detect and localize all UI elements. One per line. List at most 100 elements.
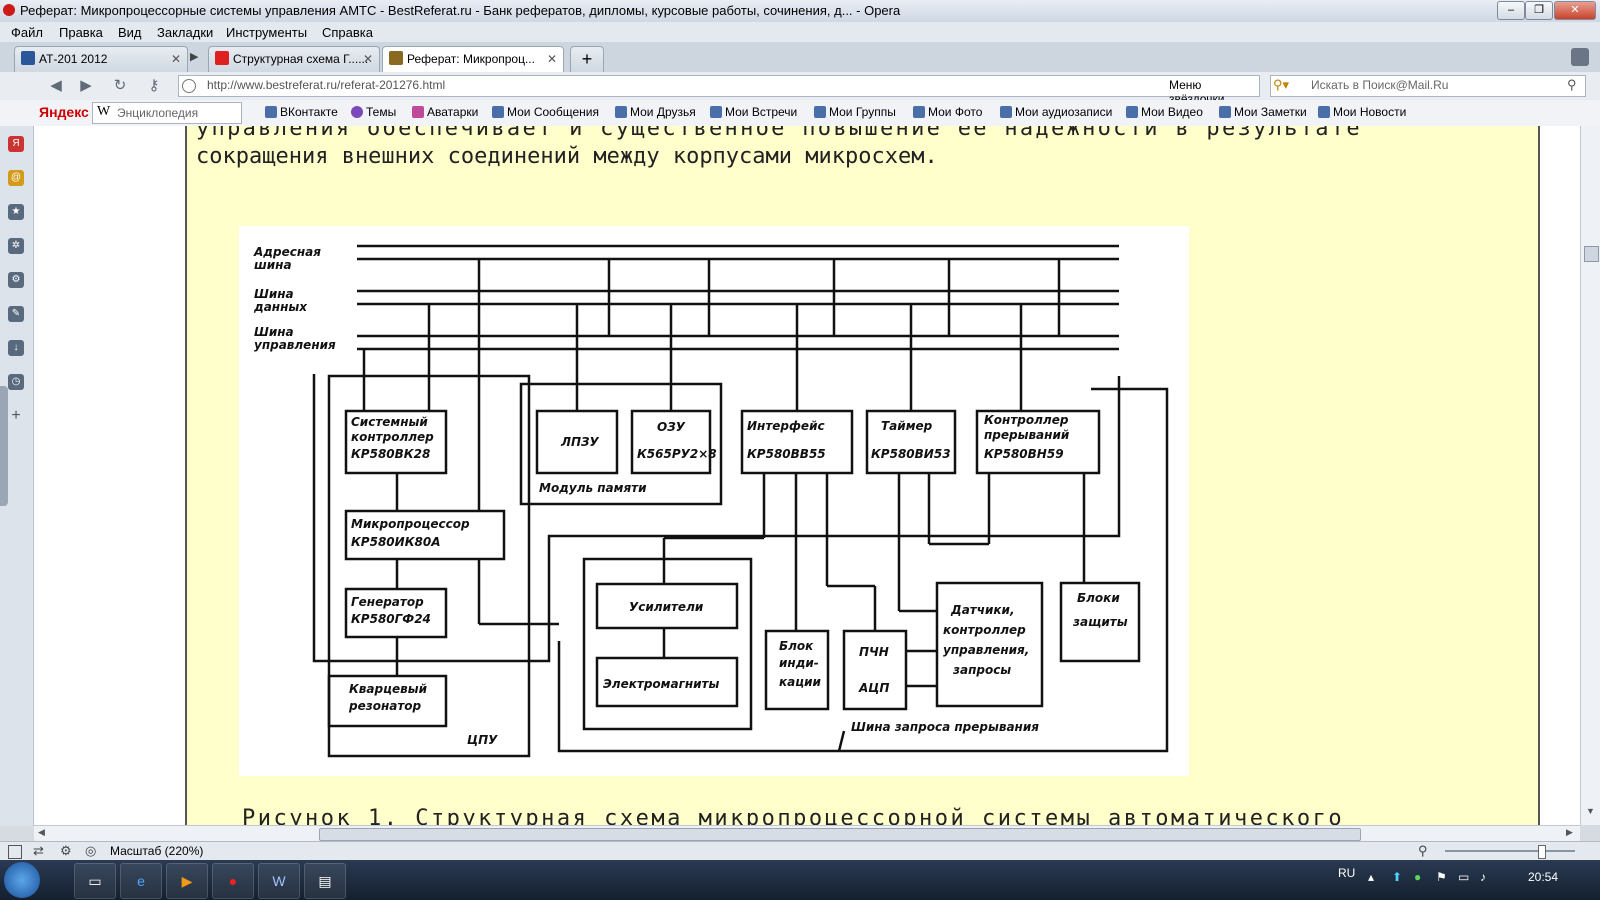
downloads-panel-icon[interactable]: ↓ [8, 340, 24, 356]
ya-groups[interactable]: Мои Группы [814, 105, 896, 119]
unite-icon[interactable]: ⚙ [60, 843, 72, 858]
ya-messages[interactable]: Мои Сообщения [492, 105, 599, 119]
panels-toggle-icon[interactable] [8, 845, 22, 859]
clock[interactable]: 20:54 [1528, 870, 1559, 884]
zoom-slider[interactable] [1445, 850, 1575, 852]
search-input[interactable]: ⚲▾ Искать в Поиск@Mail.Ru ⚲ [1270, 75, 1586, 97]
tray-arrow-icon[interactable]: ▴ [1368, 870, 1375, 884]
ya-notes[interactable]: Мои Заметки [1219, 105, 1307, 119]
yandex-search-input[interactable]: W Энциклопедия [92, 102, 242, 124]
svg-text:ЦПУ: ЦПУ [467, 733, 498, 747]
tab-word-doc[interactable]: АТ-201 2012 ✕ [14, 46, 188, 72]
svg-text:Шина: Шина [254, 287, 294, 301]
widgets-panel-icon[interactable]: ✲ [8, 238, 24, 254]
menu-tools[interactable]: Инструменты [226, 25, 308, 40]
minimize-button[interactable]: – [1497, 1, 1525, 20]
status-bar: ⇄ ⚙ ◎ Масштаб (220%) ⚲ [0, 841, 1600, 861]
zoom-slider-handle[interactable] [1538, 845, 1546, 859]
tab-close-icon[interactable]: ✕ [546, 52, 557, 66]
heart-icon [351, 106, 363, 118]
menu-file[interactable]: Файл [11, 25, 43, 40]
window-title: Реферат: Микропроцессорные системы управ… [20, 3, 901, 18]
body-text-line-1: управления обеспечивает и существенное п… [196, 126, 1362, 141]
history-panel-icon[interactable]: ◷ [8, 374, 24, 390]
turbo-icon[interactable]: ◎ [85, 843, 97, 858]
ya-meetings[interactable]: Мои Встречи [710, 105, 797, 119]
menu-help[interactable]: Справка [322, 25, 373, 40]
search-engine-icon[interactable]: ⚲▾ [1273, 77, 1290, 92]
network-up-icon[interactable]: ⬆ [1392, 870, 1403, 884]
vertical-scroll-thumb[interactable] [1584, 246, 1599, 262]
horizontal-scroll-thumb[interactable] [319, 828, 1361, 841]
network-icon[interactable]: ▭ [1458, 870, 1470, 884]
zoom-icon[interactable]: ⚲ [1418, 843, 1428, 858]
svg-text:Модуль памяти: Модуль памяти [539, 481, 647, 495]
svg-text:КР580ИК80А: КР580ИК80А [351, 535, 441, 549]
svg-text:кации: кации [779, 675, 822, 689]
menu-edit[interactable]: Правка [59, 25, 103, 40]
page-viewport: управления обеспечивает и существенное п… [34, 126, 1580, 825]
tab-scroll-icon[interactable]: ▶ [190, 51, 199, 63]
flag-icon[interactable]: ⚑ [1436, 870, 1447, 884]
back-button[interactable]: ◀ [50, 77, 62, 94]
forward-button[interactable]: ▶ [80, 77, 92, 94]
ie-taskbar-icon[interactable]: e [120, 863, 162, 899]
media-taskbar-icon[interactable]: ▶ [166, 863, 208, 899]
mail-panel-icon[interactable]: @ [8, 170, 24, 186]
sync-icon[interactable]: ⇄ [33, 843, 44, 858]
vertical-scrollbar[interactable]: ▼ [1580, 126, 1600, 825]
yandex-icon [215, 51, 229, 65]
new-tab-button[interactable]: + [570, 46, 604, 72]
horizontal-scrollbar[interactable]: ◀ ▶ [34, 825, 1580, 842]
skype-icon[interactable]: ● [1414, 870, 1422, 884]
unite-panel-icon[interactable]: ⚙ [8, 272, 24, 288]
ya-vkontakte[interactable]: ВКонтакте [265, 105, 338, 119]
ya-video[interactable]: Мои Видео [1126, 105, 1203, 119]
ya-audio[interactable]: Мои аудиозаписи [1000, 105, 1112, 119]
close-button[interactable]: ✕ [1554, 1, 1596, 20]
opera-taskbar-icon[interactable]: ● [212, 863, 254, 899]
word-taskbar-icon[interactable]: W [258, 863, 300, 899]
notes-panel-icon[interactable]: ✎ [8, 306, 24, 322]
scroll-down-icon[interactable]: ▼ [1586, 806, 1595, 816]
key-icon[interactable]: ⚷ [148, 77, 160, 94]
svg-text:Датчики,: Датчики, [950, 603, 1015, 617]
panel-collapse-handle[interactable] [0, 386, 8, 506]
reload-button[interactable]: ↻ [113, 77, 127, 94]
svg-text:контроллер: контроллер [351, 430, 434, 444]
app-taskbar-icon[interactable]: ▤ [304, 863, 346, 899]
svg-text:КР580ВВ55: КР580ВВ55 [747, 447, 826, 461]
tab-close-icon[interactable]: ✕ [362, 52, 373, 66]
menu-bookmarks[interactable]: Закладки [157, 25, 214, 40]
side-panel: Я @ ★ ✲ ⚙ ✎ ↓ ◷ + [0, 126, 34, 826]
start-button[interactable] [4, 862, 40, 898]
maximize-button[interactable]: ❐ [1525, 1, 1553, 20]
menu-view[interactable]: Вид [118, 25, 142, 40]
ya-friends[interactable]: Мои Друзья [615, 105, 696, 119]
scroll-left-icon[interactable]: ◀ [38, 827, 45, 837]
explorer-taskbar-icon[interactable]: ▭ [74, 863, 116, 899]
tab-yandex-search[interactable]: Структурная схема Г...... ✕ [208, 46, 380, 72]
tab-referat-active[interactable]: Реферат: Микропроц... ✕ [382, 46, 564, 73]
yandex-panel-icon[interactable]: Я [8, 136, 24, 152]
ya-themes[interactable]: Темы [351, 105, 396, 119]
yandex-logo[interactable]: Яндекс [39, 104, 89, 120]
language-indicator[interactable]: RU [1338, 866, 1356, 880]
ya-news[interactable]: Мои Новости [1318, 105, 1406, 119]
add-panel-icon[interactable]: + [11, 407, 21, 424]
ya-photos[interactable]: Мои Фото [913, 105, 982, 119]
mail-icon [492, 106, 504, 118]
scroll-right-icon[interactable]: ▶ [1566, 827, 1573, 837]
url-field[interactable]: http://www.bestreferat.ru/referat-201276… [178, 75, 1260, 106]
search-icon[interactable]: ⚲ [1567, 77, 1577, 92]
svg-text:запросы: запросы [952, 663, 1011, 677]
bookmarks-panel-icon[interactable]: ★ [8, 204, 24, 220]
panel-toggle-icon[interactable] [1571, 48, 1589, 66]
ya-avatars[interactable]: Аватарки [412, 105, 478, 119]
volume-icon[interactable]: ♪ [1480, 870, 1486, 884]
tab-close-icon[interactable]: ✕ [170, 52, 181, 66]
svg-text:ПЧН: ПЧН [859, 645, 889, 659]
zoom-label[interactable]: Масштаб (220%) [110, 844, 204, 858]
group-icon [814, 106, 826, 118]
svg-text:Блоки: Блоки [1077, 591, 1120, 605]
